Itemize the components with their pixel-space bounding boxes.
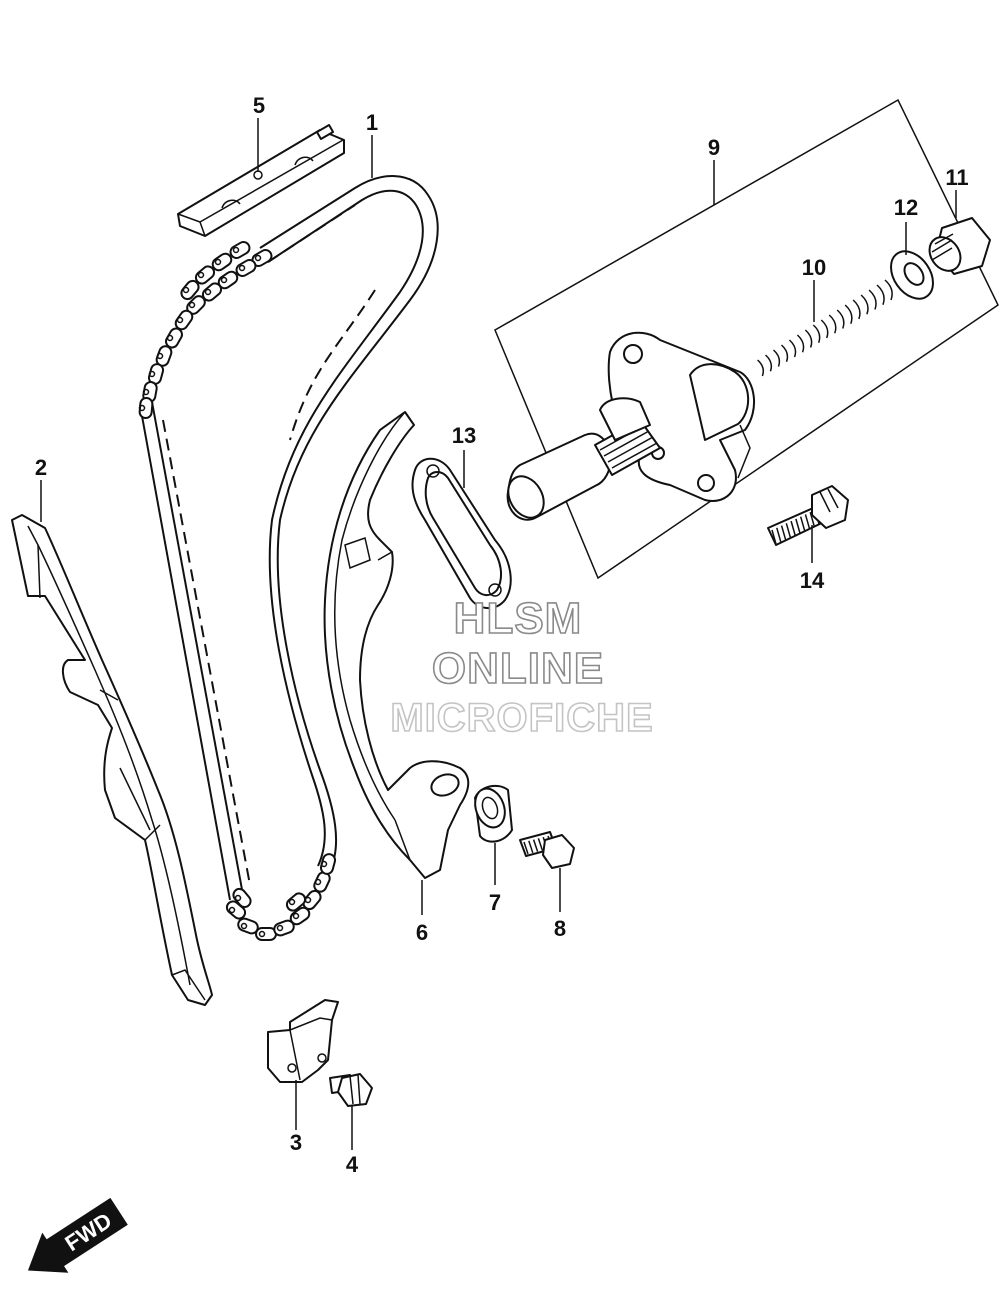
gasket-part-13[interactable]: [411, 457, 512, 609]
chain-link: [180, 279, 200, 301]
watermark-line-3: MICROFICHE: [390, 696, 653, 740]
chain-links-bottom: [225, 853, 337, 941]
callout-8: 8: [554, 916, 566, 941]
tensioner-arm-part-6[interactable]: [323, 411, 470, 879]
chain-guide-part-2[interactable]: [11, 514, 213, 1006]
chain-link: [211, 252, 233, 272]
chain-pin: [240, 922, 248, 930]
chain-link: [289, 906, 311, 926]
callout-12: 12: [894, 195, 918, 220]
chain-link: [229, 241, 251, 259]
bracket-part-3[interactable]: [267, 999, 339, 1083]
callout-7: 7: [489, 890, 501, 915]
chain-pin: [232, 246, 240, 254]
callout-13: 13: [452, 423, 476, 448]
chain-pin: [228, 906, 236, 914]
chain-link: [194, 265, 216, 285]
callout-3: 3: [290, 1130, 302, 1155]
bolt-part-8[interactable]: [519, 831, 575, 869]
chain-pin: [288, 898, 296, 906]
plug-bolt-part-11[interactable]: [923, 217, 991, 277]
chain-pin: [276, 924, 284, 932]
tensioner-assembly-box: [494, 98, 999, 580]
chain-guide-part-5[interactable]: [177, 124, 345, 237]
watermark: HLSM ONLINE MICROFICHE: [390, 593, 654, 741]
bolt-part-4[interactable]: [329, 1073, 373, 1107]
chain-link: [235, 259, 257, 277]
cam-chain-part-1[interactable]: [138, 175, 439, 941]
chain-pin: [320, 860, 328, 868]
chain-pin: [142, 388, 150, 396]
chain-pin: [220, 276, 228, 284]
fwd-direction-badge: FWD: [27, 1197, 128, 1273]
chain-pin: [314, 878, 322, 886]
watermark-line-1: HLSM: [454, 594, 583, 643]
callout-labels: 1 2 3 4 5 6 7 8 9 10 11 12 13 14: [35, 93, 969, 1177]
chain-pin: [176, 316, 184, 324]
chain-pin: [214, 258, 222, 266]
chain-pin: [138, 404, 146, 412]
callout-10: 10: [802, 255, 826, 280]
chain-link: [138, 397, 154, 419]
chain-pin: [292, 912, 300, 920]
chain-pin: [156, 352, 164, 360]
chain-link: [232, 887, 252, 909]
chain-links-top: [138, 241, 273, 419]
watermark-line-2: ONLINE: [432, 644, 604, 693]
chain-link: [285, 892, 307, 912]
callout-1: 1: [366, 110, 378, 135]
callout-6: 6: [416, 920, 428, 945]
bushing-part-7[interactable]: [470, 784, 513, 843]
callout-9: 9: [708, 135, 720, 160]
chain-pin: [166, 334, 174, 342]
chain-pin: [182, 286, 190, 294]
chain-pin: [234, 894, 242, 902]
callout-2: 2: [35, 455, 47, 480]
spring-part-10[interactable]: [757, 279, 893, 377]
callout-4: 4: [346, 1152, 359, 1177]
bolt-part-14[interactable]: [767, 485, 849, 546]
fwd-arrow-icon: [27, 1197, 128, 1273]
chain-link: [273, 919, 295, 937]
chain-pin: [148, 370, 156, 378]
washer-part-12[interactable]: [882, 243, 941, 306]
tensioner-part-9[interactable]: [501, 331, 756, 524]
callout-11: 11: [945, 165, 968, 190]
chain-pin: [197, 271, 205, 279]
leader-lines: [40, 118, 957, 1150]
callout-14: 14: [800, 568, 825, 593]
chain-pin: [204, 288, 212, 296]
chain-pin: [238, 264, 246, 272]
chain-pin: [258, 930, 266, 938]
chain-pin: [254, 254, 262, 262]
callout-5: 5: [253, 93, 265, 118]
chain-pin: [188, 301, 196, 309]
